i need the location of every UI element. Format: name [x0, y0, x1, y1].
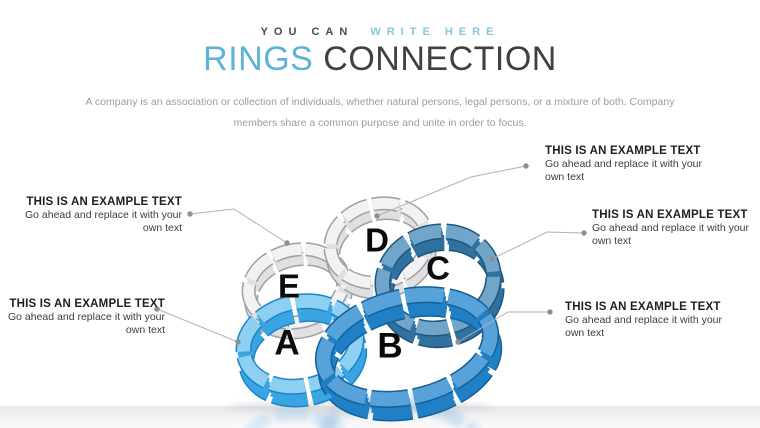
- subtitle-line1: A company is an association or collectio…: [85, 96, 675, 108]
- callout-title: THIS IS AN EXAMPLE TEXT: [592, 209, 748, 221]
- callout-title: THIS IS AN EXAMPLE TEXT: [565, 301, 721, 313]
- leader-line-right: [491, 231, 585, 260]
- title-part2: CONNECTION: [323, 40, 557, 78]
- subtitle-line2: members share a common purpose and unite…: [233, 117, 527, 129]
- ring-b: [314, 286, 503, 422]
- leader-dot: [284, 240, 290, 246]
- page-title: RINGS CONNECTION: [0, 40, 760, 79]
- leader-line-top-left: [189, 208, 288, 244]
- leader-dot: [523, 163, 529, 169]
- leader-lines: [154, 163, 587, 345]
- ring-label-a: A: [274, 324, 299, 363]
- ring-label-d: D: [365, 222, 389, 259]
- callout-title: THIS IS AN EXAMPLE TEXT: [26, 196, 182, 208]
- leader-dot: [187, 211, 193, 217]
- callout-title: THIS IS AN EXAMPLE TEXT: [545, 145, 701, 157]
- ring-label-b: B: [377, 327, 402, 366]
- leader-line-bottom-left: [156, 308, 239, 343]
- subtitle: A company is an association or collectio…: [0, 92, 760, 134]
- kicker: YOU CAN WRITE HERE: [0, 26, 760, 38]
- leader-dot: [581, 230, 587, 236]
- leader-dot: [489, 256, 495, 262]
- leader-dot: [547, 309, 553, 315]
- title-part1: RINGS: [203, 40, 314, 78]
- leader-line-bottom-right: [457, 311, 550, 343]
- leader-dot: [154, 306, 160, 312]
- rings: [235, 196, 505, 422]
- ring-labels: E DC A B: [274, 222, 450, 366]
- leader-dot: [374, 213, 380, 219]
- leader-dot: [455, 339, 461, 345]
- kicker-part1: YOU CAN: [260, 26, 354, 38]
- ring-label-e: E: [278, 268, 300, 305]
- leader-line-top: [376, 165, 527, 217]
- leader-dot: [235, 339, 241, 345]
- kicker-part2: WRITE HERE: [370, 26, 500, 38]
- callout-title: THIS IS AN EXAMPLE TEXT: [9, 298, 165, 310]
- ring-label-c: C: [426, 250, 450, 287]
